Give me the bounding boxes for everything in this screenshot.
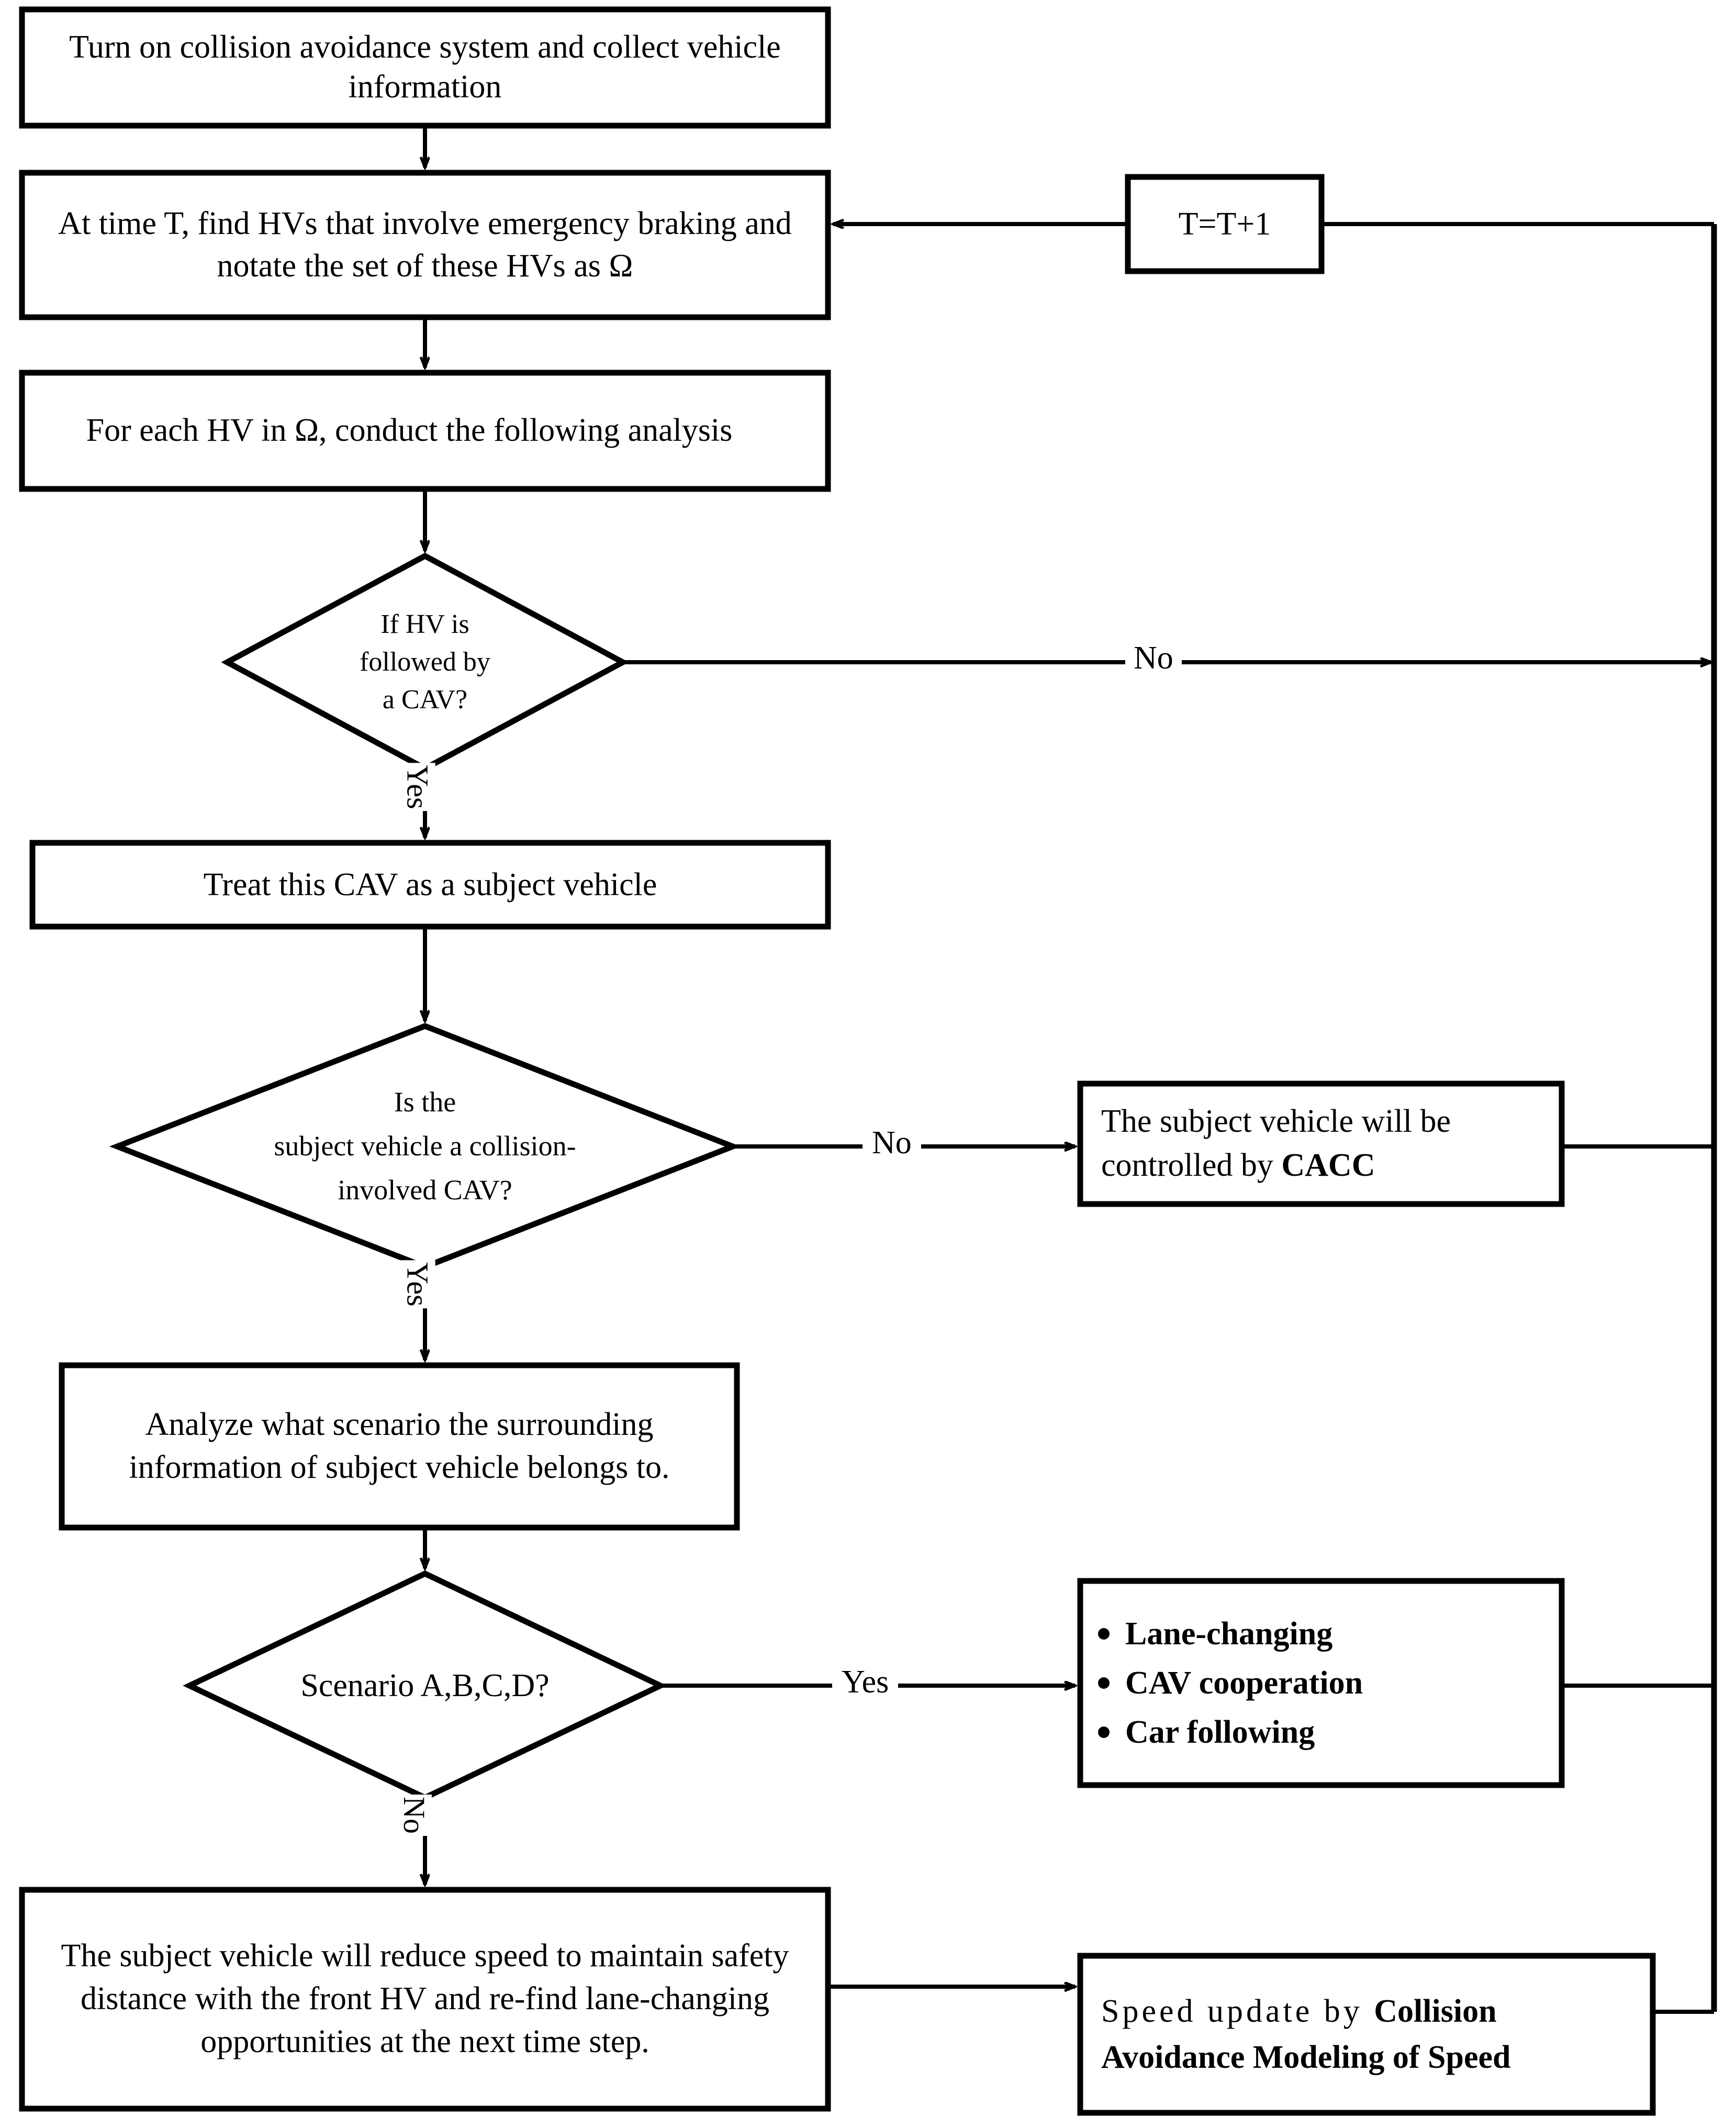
- edge-label-scenario-yes: Yes: [832, 1664, 899, 1701]
- scenario-list-item-1: CAV cooperation: [1097, 1658, 1363, 1708]
- node-for-each-hv-label: For each HV in Ω, conduct the following …: [86, 413, 733, 449]
- node-analyze-scenario-shape: [59, 1362, 740, 1531]
- node-treat-cav-shape: [29, 840, 831, 930]
- edge-label-collision-involved-no: No: [863, 1124, 921, 1162]
- edge-label-collision-involved-yes-text: Yes: [400, 1260, 435, 1309]
- node-scenario-list: Lane-changing CAV cooperation Car follow…: [1080, 1581, 1562, 1785]
- node-start-label: Turn on collision avoidance system and c…: [69, 29, 781, 105]
- node-time-increment-shape: [1125, 174, 1325, 274]
- scenario-list-item-2: Car following: [1097, 1708, 1363, 1757]
- node-decision-scenario-label: Scenario A,B,C,D?: [300, 1667, 550, 1703]
- decision1-line1: If HV is: [380, 609, 469, 640]
- edge-label-collision-involved-yes: Yes: [394, 1260, 456, 1345]
- speed-update-text-bold: Collision Avoidance Modeling of Speed: [1101, 1993, 1511, 2075]
- node-reduce-speed-label: The subject vehicle will reduce speed to…: [61, 1938, 789, 2059]
- decision1-line3: a CAV?: [382, 684, 468, 715]
- node-analyze-scenario-label: Analyze what scenario the surrounding in…: [129, 1407, 670, 1485]
- node-scenario-list-shape: [1077, 1578, 1565, 1788]
- node-treat-cav-label: Treat this CAV as a subject vehicle: [203, 866, 657, 902]
- edge-label-scenario-no: No: [394, 1795, 456, 1871]
- cacc-text-bold: CACC: [1281, 1147, 1375, 1183]
- node-time-increment-label: T=T+1: [1178, 206, 1271, 242]
- scenario-list-item-0: Lane-changing: [1097, 1609, 1363, 1658]
- node-cacc-shape: [1077, 1080, 1565, 1207]
- decision1-line2: followed by: [360, 647, 490, 677]
- decision2-line2: subject vehicle a collision-: [274, 1130, 576, 1162]
- node-find-hvs-shape: [19, 170, 831, 320]
- node-start-shape: [19, 6, 831, 129]
- edge-label-followed-by-cav-yes-text: Yes: [400, 763, 435, 811]
- node-reduce-speed-shape: [19, 1887, 831, 2112]
- cacc-text-prefix: The subject vehicle will be controlled b…: [1101, 1104, 1451, 1183]
- node-speed-update-label: Speed update by Collision Avoidance Mode…: [1101, 1956, 1640, 2113]
- edge-label-followed-by-cav-yes: Yes: [394, 763, 456, 843]
- node-cacc-label: The subject vehicle will be controlled b…: [1101, 1084, 1551, 1204]
- node-find-hvs-label: At time T, find HVs that involve emergen…: [58, 206, 792, 284]
- node-speed-update-shape: [1077, 1953, 1656, 2116]
- node-decision-collision-involved-label: Is the subject vehicle a collision- invo…: [137, 1068, 713, 1225]
- decision2-line3: involved CAV?: [338, 1174, 512, 1206]
- decision2-line1: Is the: [394, 1086, 456, 1118]
- edge-label-scenario-no-text: No: [396, 1795, 432, 1836]
- edge-label-followed-by-cav-no: No: [1125, 640, 1182, 677]
- speed-update-text-prefix: Speed update by: [1101, 1993, 1374, 2029]
- scenario-list-items: Lane-changing CAV cooperation Car follow…: [1080, 1609, 1363, 1757]
- node-decision-followed-by-cav-label: If HV is followed by a CAV?: [268, 592, 582, 733]
